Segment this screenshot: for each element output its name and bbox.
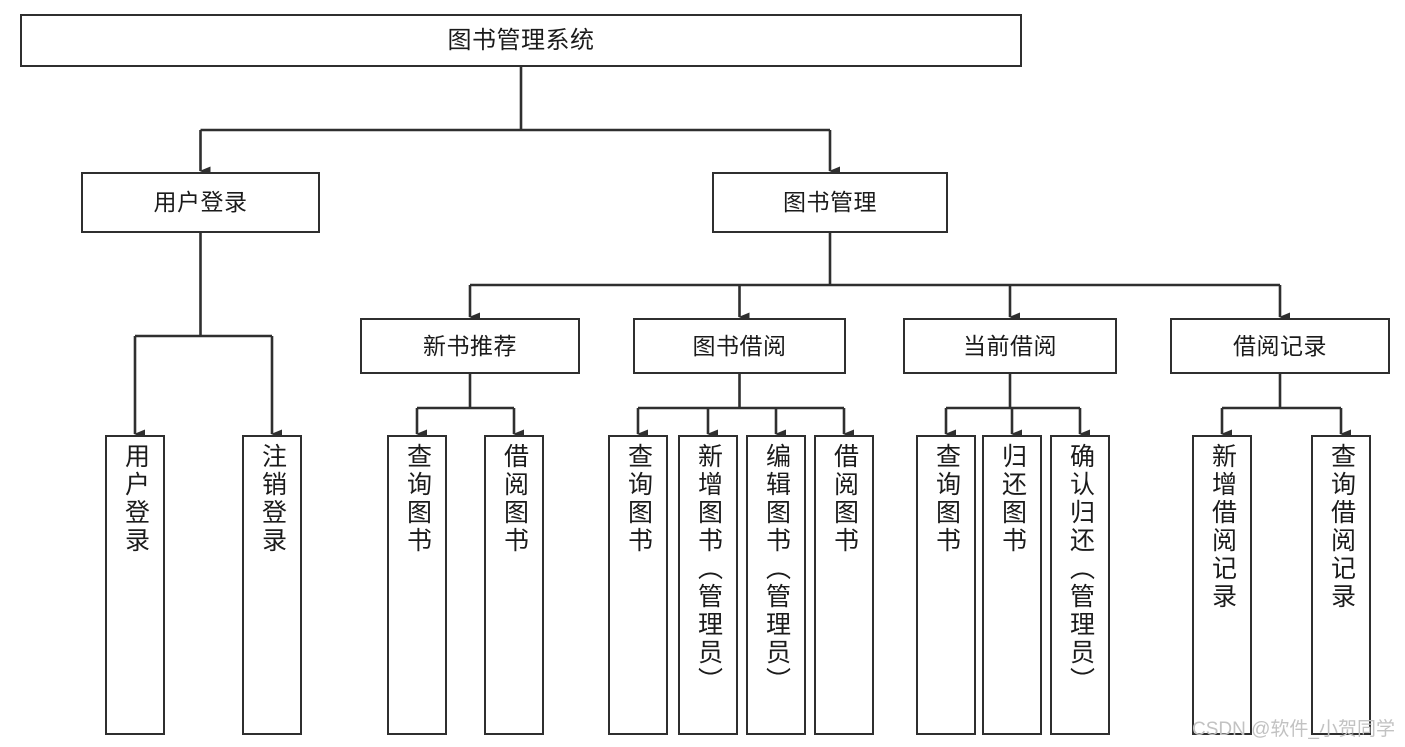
node-label-book-manage: 图书管理: [783, 189, 877, 215]
node-label-leaf-confirm-return: 确认归还（管理员）: [1066, 443, 1095, 695]
node-label-leaf-edit-book: 编辑图书（管理员）: [762, 443, 791, 695]
node-leaf-borrow-book: 借阅图书: [814, 435, 874, 735]
node-label-user-login: 用户登录: [153, 189, 248, 215]
node-label-leaf-query-record: 查询借阅记录: [1327, 443, 1356, 611]
node-leaf-borrow-book-rec: 借阅图书: [484, 435, 544, 735]
node-label-borrow-record: 借阅记录: [1233, 332, 1327, 359]
node-label-leaf-borrow-book-rec: 借阅图书: [500, 443, 529, 555]
node-borrow-record: 借阅记录: [1170, 318, 1390, 374]
node-leaf-edit-book: 编辑图书（管理员）: [746, 435, 806, 735]
node-leaf-return-book: 归还图书: [982, 435, 1042, 735]
node-user-login: 用户登录: [81, 172, 320, 233]
node-label-leaf-add-record: 新增借阅记录: [1208, 443, 1237, 611]
node-label-leaf-query-book-borrow: 查询图书: [624, 443, 653, 555]
node-leaf-query-book-rec: 查询图书: [387, 435, 447, 735]
node-leaf-confirm-return: 确认归还（管理员）: [1050, 435, 1110, 735]
node-current-borrow: 当前借阅: [903, 318, 1117, 374]
node-leaf-query-record: 查询借阅记录: [1311, 435, 1371, 735]
node-label-new-book-rec: 新书推荐: [423, 332, 517, 359]
node-label-leaf-add-book: 新增图书（管理员）: [694, 443, 723, 695]
node-leaf-logout: 注销登录: [242, 435, 302, 735]
node-leaf-query-book-current: 查询图书: [916, 435, 976, 735]
node-label-leaf-query-book-rec: 查询图书: [403, 443, 432, 555]
node-label-leaf-logout: 注销登录: [258, 443, 287, 555]
node-book-manage: 图书管理: [712, 172, 948, 233]
node-leaf-query-book-borrow: 查询图书: [608, 435, 668, 735]
node-label-leaf-user-login: 用户登录: [121, 443, 150, 555]
node-label-root: 图书管理系统: [447, 26, 595, 54]
node-leaf-user-login: 用户登录: [105, 435, 165, 735]
node-book-borrow: 图书借阅: [633, 318, 846, 374]
node-label-book-borrow: 图书借阅: [692, 332, 787, 359]
node-root: 图书管理系统: [20, 14, 1022, 67]
node-new-book-rec: 新书推荐: [360, 318, 580, 374]
node-label-current-borrow: 当前借阅: [963, 332, 1057, 359]
node-label-leaf-return-book: 归还图书: [998, 443, 1027, 555]
node-leaf-add-book: 新增图书（管理员）: [678, 435, 738, 735]
node-label-leaf-query-book-current: 查询图书: [932, 443, 961, 555]
node-leaf-add-record: 新增借阅记录: [1192, 435, 1252, 735]
node-label-leaf-borrow-book: 借阅图书: [830, 443, 859, 555]
